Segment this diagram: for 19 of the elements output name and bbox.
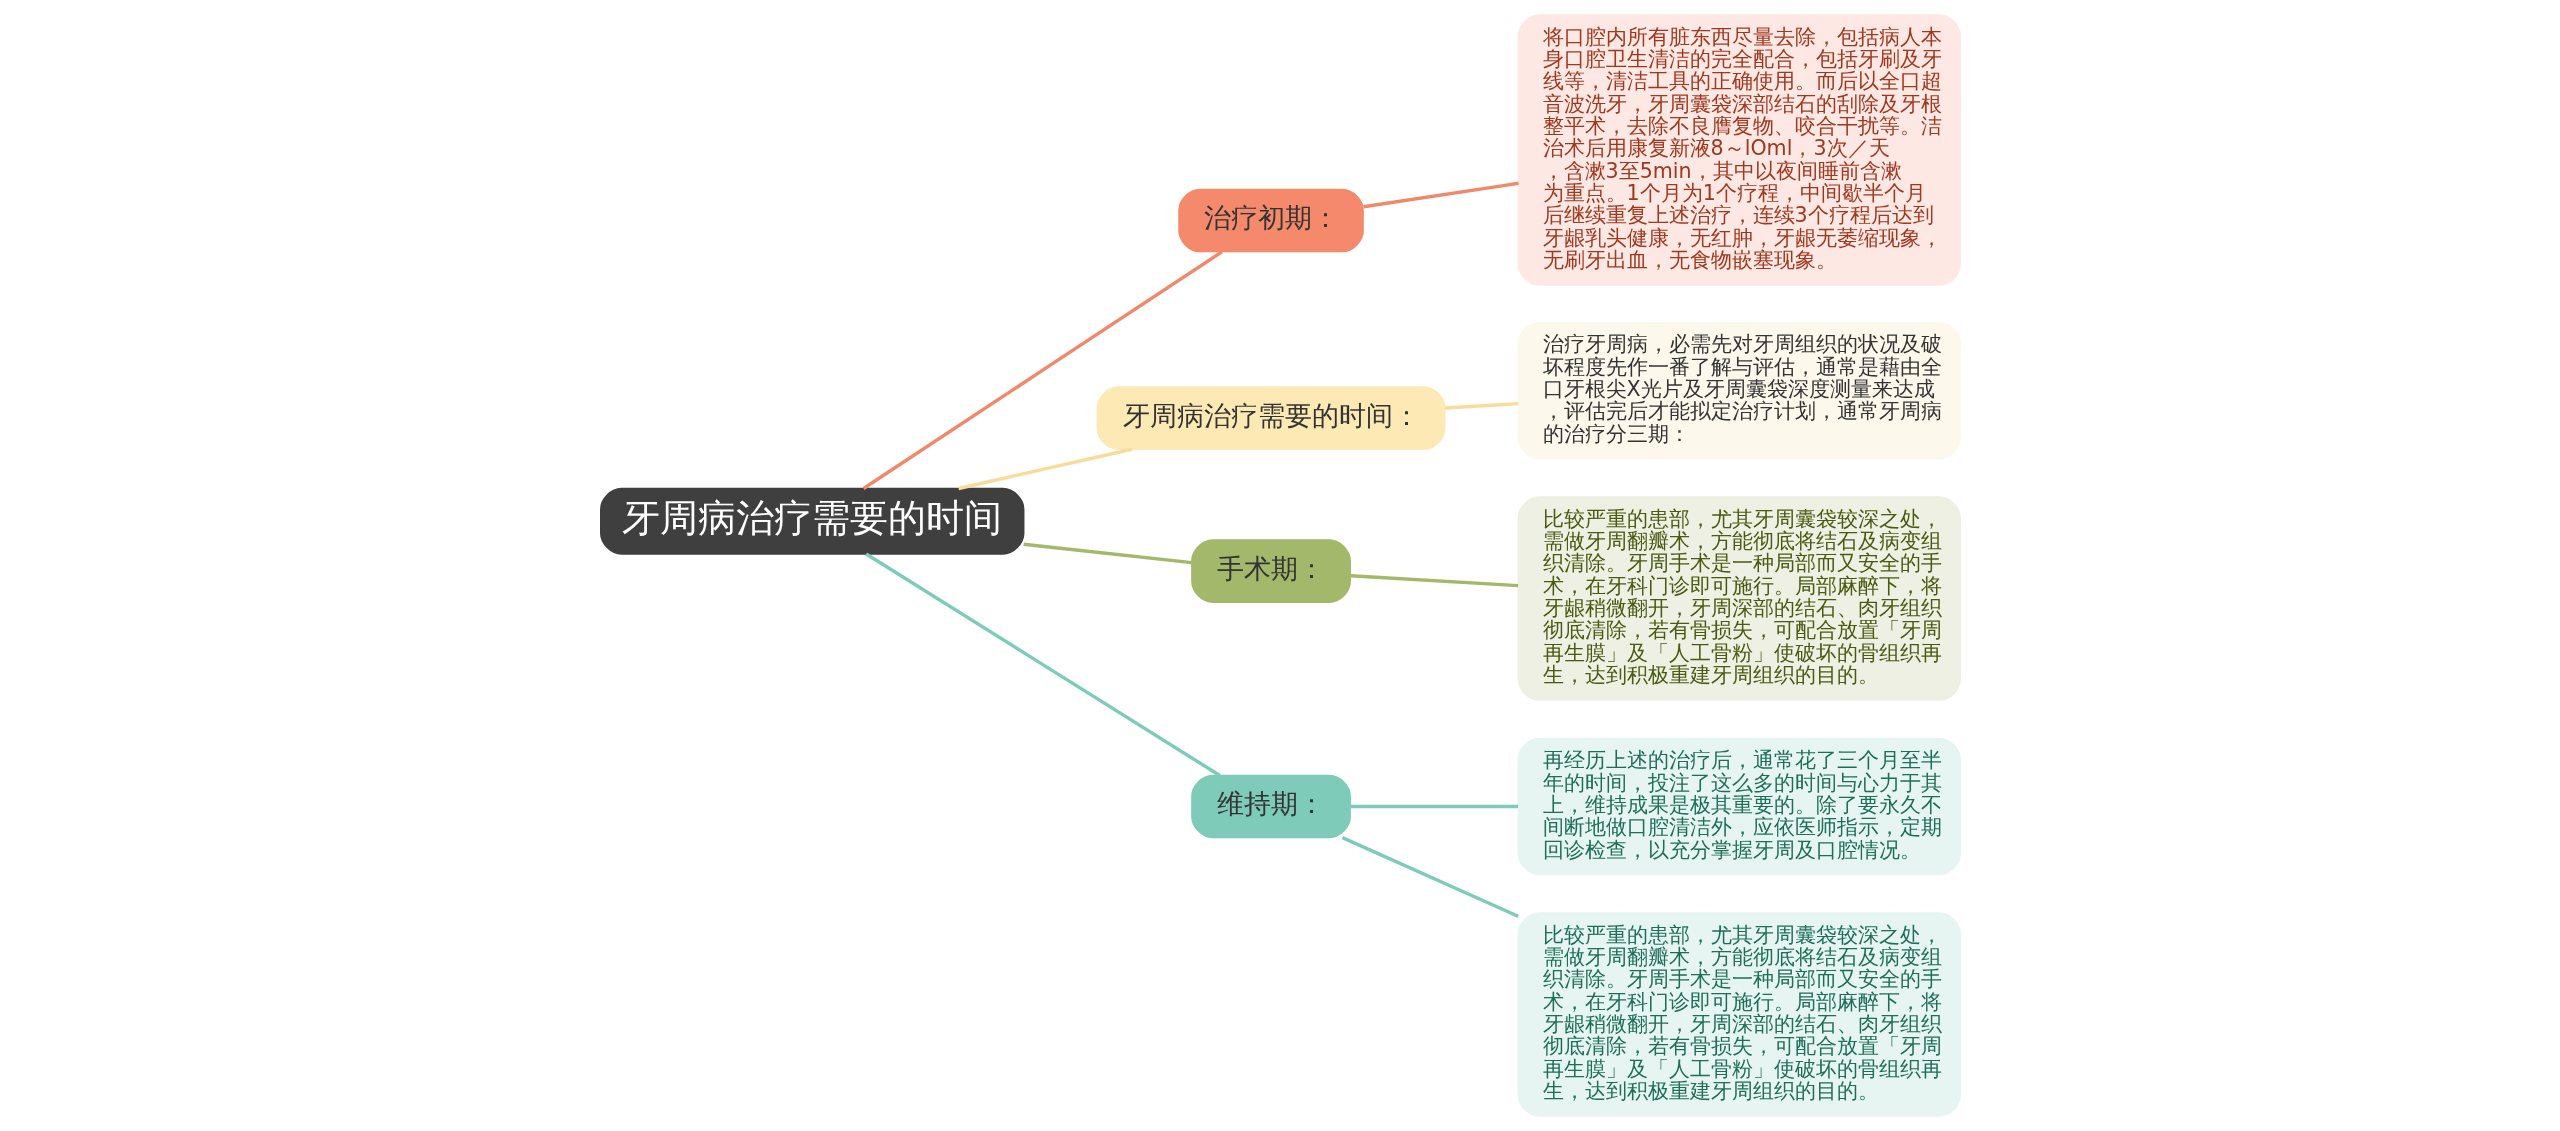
- node-box: 比较严重的患部，尤其牙周囊袋较深之处，需做牙周翻瓣术，方能彻底将结石及病变组织清除。牙周手术是一种局部而又安全的手术，在牙科门诊即可施行。局部麻醉下，将牙龈稍微翻开，牙周深部的结石、肉牙组织彻底清除，若有骨损失，可配合放置「牙周再生膜」及「人工骨粉」使破坏的骨组织再生，达到积极重建牙周组织的目的。: [1517, 912, 1961, 1117]
- node-box: 治疗初期：: [1177, 188, 1364, 253]
- connector: [957, 447, 1132, 491]
- connector: [864, 552, 1221, 777]
- connector: [1444, 401, 1518, 410]
- node-box: 手术期：: [1190, 539, 1351, 603]
- connector: [1022, 542, 1192, 565]
- node-box: 牙周病治疗需要的时间: [599, 487, 1024, 555]
- node-box: 将口腔内所有脏东西尽量去除，包括病人本身口腔卫生清洁的完全配合，包括牙刷及牙线等，清洁工具的正确使用。而后以全口超音波洗牙，牙周囊袋深部结石的刮除及牙根整平术，去除不良膺复物、咬合干扰等。洁治术后用康复新液8～lOml，3次／天，含漱3至5min，其中以夜间睡前含漱为重点。1个月为1个疗程，中间歇半个月后继续重复上述治疗，连续3个疗程后达到牙龈乳头健康，无红肿，牙龈无萎缩现象，无刷牙出血，无食物嵌塞现象。: [1517, 14, 1961, 286]
- connector: [1362, 181, 1519, 209]
- connector: [1350, 804, 1518, 809]
- connector: [1349, 573, 1518, 588]
- connector: [1341, 836, 1519, 918]
- node-box: 比较严重的患部，尤其牙周囊袋较深之处，需做牙周翻瓣术，方能彻底将结石及病变组织清除。牙周手术是一种局部而又安全的手术，在牙科门诊即可施行。局部麻醉下，将牙龈稍微翻开，牙周深部的结石、肉牙组织彻底清除，若有骨损失，可配合放置「牙周再生膜」及「人工骨粉」使破坏的骨组织再生，达到积极重建牙周组织的目的。: [1517, 496, 1961, 701]
- node-box: 维持期：: [1190, 774, 1351, 839]
- node-box: 牙周病治疗需要的时间：: [1096, 386, 1445, 450]
- connector: [862, 250, 1223, 490]
- node-box: 治疗牙周病，必需先对牙周组织的状况及破坏程度先作一番了解与评估，通常是藉由全口牙根尖X光片及牙周囊袋深度测量来达成，评估完后才能拟定治疗计划，通常牙周病的治疗分三期：: [1517, 321, 1961, 460]
- node-box: 再经历上述的治疗后，通常花了三个月至半年的时间，投注了这么多的时间与心力于其上，维持成果是极其重要的。除了要永久不间断地做口腔清洁外，应依医师指示，定期回诊检查，以充分掌握牙周及口腔情况。: [1517, 737, 1961, 876]
